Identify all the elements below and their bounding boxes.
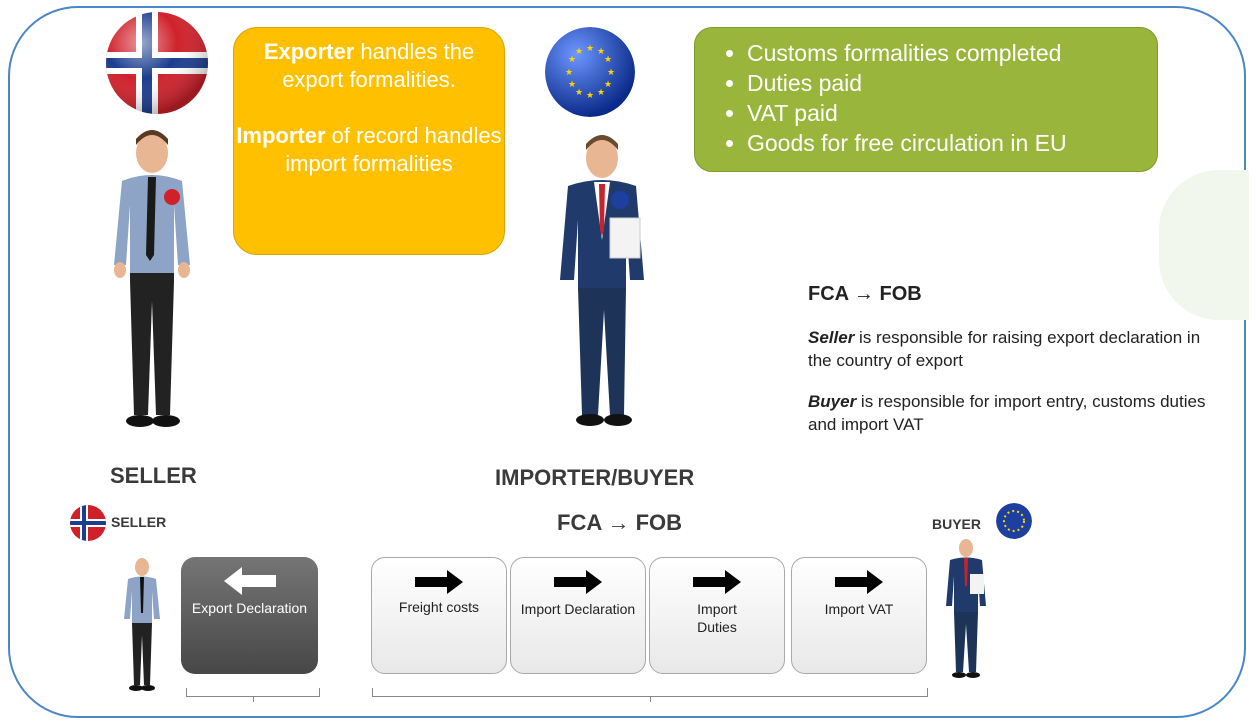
- export-declaration-step: Export Declaration: [181, 557, 318, 674]
- svg-text:★: ★: [586, 91, 594, 101]
- arrow-right-icon: [693, 570, 741, 598]
- exporter-description: handles the export formalities.: [282, 39, 475, 92]
- arrow-right-icon: [554, 570, 602, 598]
- import-declaration-step: Import Declaration: [510, 557, 646, 674]
- importer-description: of record handles import formalities: [285, 123, 502, 176]
- customs-status-callout: Customs formalities completed Duties pai…: [694, 27, 1158, 172]
- norway-flag-icon: [106, 12, 208, 114]
- norway-flag-icon: [70, 505, 106, 541]
- svg-text:★: ★: [565, 68, 573, 78]
- incoterm-heading: FCA → FOB: [808, 283, 922, 305]
- list-item: VAT paid: [747, 98, 1157, 128]
- import-vat-label: Import VAT: [824, 601, 894, 617]
- importer-figure: [548, 130, 658, 435]
- svg-text:★: ★: [604, 55, 612, 65]
- svg-text:★: ★: [607, 68, 615, 78]
- list-item: Goods for free circulation in EU: [747, 128, 1157, 158]
- svg-text:★: ★: [586, 44, 594, 54]
- seller-small-label: SELLER: [111, 514, 167, 530]
- svg-text:★: ★: [575, 88, 583, 98]
- background-decoration: [1159, 170, 1249, 320]
- freight-costs-label: Freight costs: [398, 599, 480, 615]
- seller-responsibility: Seller is responsible for raising export…: [808, 328, 1201, 370]
- importer-buyer-label: IMPORTER/BUYER: [495, 465, 695, 490]
- svg-text:★: ★: [568, 55, 576, 65]
- incoterm-info: FCA → FOB Seller is responsible for rais…: [808, 283, 1208, 454]
- seller-small-figure: [120, 555, 164, 700]
- list-item: Duties paid: [747, 68, 1157, 98]
- seller-figure: [100, 125, 204, 440]
- svg-text:★: ★: [568, 80, 576, 90]
- export-declaration-label: Export Declaration: [191, 600, 308, 616]
- buyer-responsibility: Buyer is responsible for import entry, c…: [808, 392, 1206, 434]
- exporter-importer-callout: Exporter handles the export formalities.…: [233, 27, 505, 255]
- import-declaration-label: Import Declaration: [520, 601, 636, 617]
- buyer-responsibility-bracket: [372, 688, 928, 702]
- import-duties-step: Import Duties: [649, 557, 785, 674]
- arrow-right-icon: [415, 570, 463, 598]
- seller-responsibility-bracket: [186, 688, 320, 702]
- svg-text:★: ★: [597, 88, 605, 98]
- svg-text:★: ★: [575, 47, 583, 57]
- freight-costs-step: Freight costs: [371, 557, 507, 674]
- customs-status-list: Customs formalities completed Duties pai…: [723, 38, 1157, 158]
- arrow-right-icon: [835, 570, 883, 598]
- seller-label: SELLER: [110, 463, 197, 488]
- importer-term: Importer: [236, 123, 326, 148]
- buyer-small-label: BUYER: [932, 516, 982, 532]
- arrow-left-icon: [223, 567, 276, 599]
- list-item: Customs formalities completed: [747, 38, 1157, 68]
- eu-flag-icon: [996, 503, 1032, 539]
- buyer-small-figure: [942, 536, 990, 687]
- exporter-term: Exporter: [263, 39, 355, 64]
- svg-text:★: ★: [604, 80, 612, 90]
- incoterm-flow-label: FCA → FOB: [557, 510, 683, 535]
- eu-flag-icon: ★★★ ★★★ ★★★ ★★★: [545, 27, 635, 117]
- svg-text:★: ★: [597, 47, 605, 57]
- import-duties-label: Import Duties: [697, 601, 737, 635]
- import-vat-step: Import VAT: [791, 557, 927, 674]
